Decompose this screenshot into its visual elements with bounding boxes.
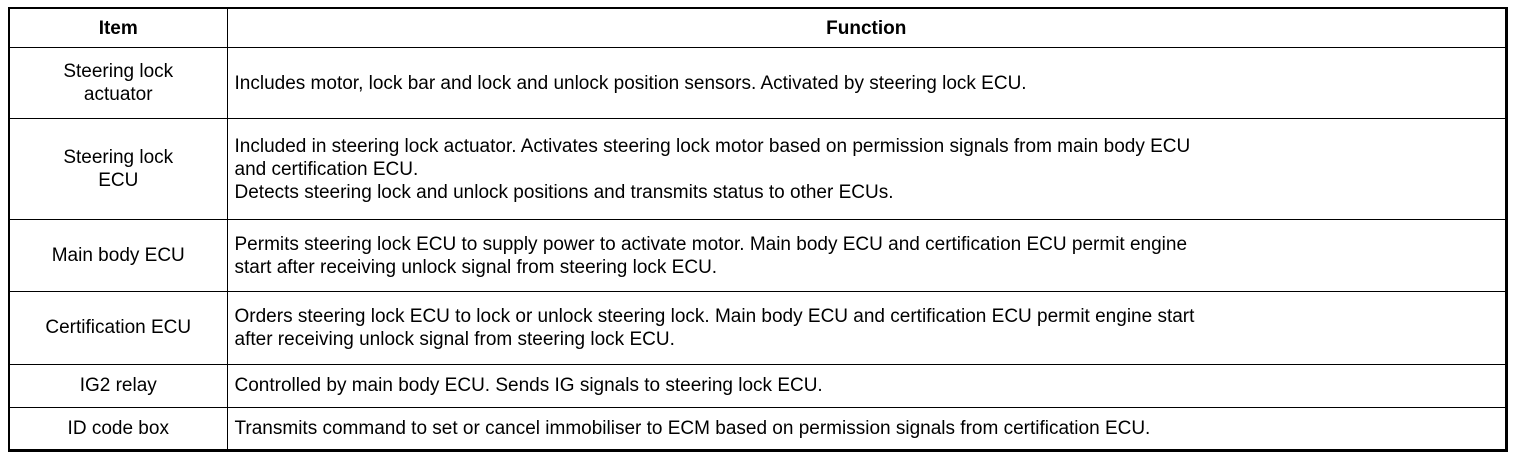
- item-line: Steering lock: [63, 61, 174, 83]
- table-row: Steering lock ECU Included in steering l…: [10, 118, 1505, 220]
- function-cell: Orders steering lock ECU to lock or unlo…: [226, 291, 1505, 365]
- table-row: Steering lock actuator Includes motor, l…: [10, 46, 1505, 120]
- function-line: start after receiving unlock signal from…: [234, 256, 718, 278]
- item-line: Certification ECU: [45, 317, 192, 339]
- header-function: Function: [226, 9, 1505, 48]
- item-cell: Steering lock actuator: [10, 46, 228, 120]
- function-line: Transmits command to set or cancel immob…: [234, 417, 1151, 439]
- function-cell: Controlled by main body ECU. Sends IG si…: [226, 363, 1505, 408]
- item-cell: Steering lock ECU: [10, 118, 228, 220]
- table-row: IG2 relay Controlled by main body ECU. S…: [10, 363, 1505, 408]
- item-line: ID code box: [67, 417, 169, 439]
- function-line: Controlled by main body ECU. Sends IG si…: [234, 375, 823, 397]
- item-line: Steering lock: [63, 147, 174, 169]
- header-item: Item: [10, 9, 228, 48]
- item-line: actuator: [83, 84, 153, 106]
- item-cell: ID code box: [10, 406, 228, 449]
- table-row: Main body ECU Permits steering lock ECU …: [10, 218, 1505, 293]
- function-line: Included in steering lock actuator. Acti…: [234, 135, 1191, 157]
- table-row: Certification ECU Orders steering lock E…: [10, 291, 1505, 365]
- function-line: after receiving unlock signal from steer…: [234, 328, 675, 350]
- function-line: Includes motor, lock bar and lock and un…: [234, 72, 1027, 94]
- item-cell: Main body ECU: [10, 218, 228, 293]
- function-cell: Included in steering lock actuator. Acti…: [226, 118, 1505, 220]
- item-line: ECU: [98, 170, 139, 192]
- item-cell: Certification ECU: [10, 291, 228, 365]
- item-cell: IG2 relay: [10, 363, 228, 408]
- function-cell: Permits steering lock ECU to supply powe…: [226, 218, 1505, 293]
- table-row: ID code box Transmits command to set or …: [10, 406, 1505, 449]
- function-line: and certification ECU.: [234, 158, 419, 180]
- header-row: Item Function: [10, 9, 1505, 48]
- function-table-frame: Item Function Steering lock actuator Inc…: [8, 7, 1508, 452]
- item-line: IG2 relay: [79, 375, 157, 397]
- function-line: Permits steering lock ECU to supply powe…: [234, 233, 1188, 255]
- item-line: Main body ECU: [51, 245, 185, 267]
- function-cell: Transmits command to set or cancel immob…: [226, 406, 1505, 449]
- function-line: Detects steering lock and unlock positio…: [234, 181, 894, 203]
- function-table: Item Function Steering lock actuator Inc…: [10, 9, 1505, 449]
- function-cell: Includes motor, lock bar and lock and un…: [226, 46, 1505, 120]
- function-line: Orders steering lock ECU to lock or unlo…: [234, 305, 1195, 327]
